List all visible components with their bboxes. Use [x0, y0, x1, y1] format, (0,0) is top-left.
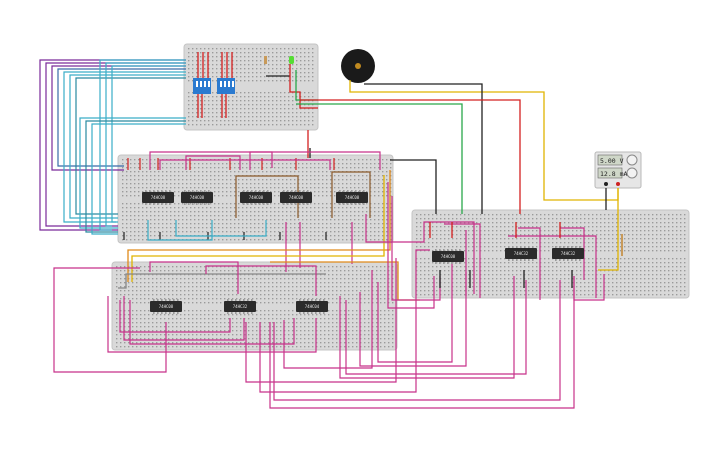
- ic-chip[interactable]: 74HC08: [336, 190, 368, 205]
- ic-chip[interactable]: 74HC08: [280, 190, 312, 205]
- current-readout: 12.8 mA: [600, 170, 627, 178]
- ic-chip-label: 74HC08: [151, 195, 166, 200]
- long-wires: [296, 80, 619, 271]
- ic-chip-label: 74HC08: [190, 195, 205, 200]
- power-supply[interactable]: 5.00 V 12.8 mA: [594, 151, 642, 189]
- led-icon[interactable]: [289, 56, 294, 64]
- negative-terminal-icon[interactable]: [604, 182, 608, 186]
- right-board-power: [429, 222, 623, 288]
- positive-terminal-icon[interactable]: [616, 182, 620, 186]
- voltage-display: [597, 154, 623, 166]
- dip-switch-1[interactable]: [193, 78, 211, 94]
- ic-chip-label: 74HC04: [305, 304, 320, 309]
- ic-chip[interactable]: 74HC08: [432, 249, 464, 264]
- voltage-readout: 5.00 V: [600, 157, 624, 165]
- wire-bundle-left: [39, 59, 186, 235]
- ic-chip-label: 74HC32: [561, 251, 576, 256]
- ic-chip-label: 74HC08: [441, 254, 456, 259]
- ic-chip[interactable]: 74HC08: [240, 190, 272, 205]
- ic-chip-label: 74HC32: [233, 304, 248, 309]
- ic-chip[interactable]: 74HC32: [552, 246, 584, 261]
- current-display: [597, 167, 623, 179]
- voltage-knob-icon[interactable]: [626, 154, 638, 166]
- ic-chip-label: 74HC08: [159, 304, 174, 309]
- ic-chip[interactable]: 74HC32: [224, 299, 256, 314]
- ic-chip-label: 74HC08: [345, 195, 360, 200]
- ic-chip[interactable]: 74HC08: [150, 299, 182, 314]
- breadboard-top[interactable]: [183, 43, 319, 131]
- ic-chip[interactable]: 74HC04: [296, 299, 328, 314]
- ic-chip-label: 74HC08: [289, 195, 304, 200]
- ic-chip-label: 74HC08: [249, 195, 264, 200]
- piezo-buzzer-icon[interactable]: [341, 49, 375, 83]
- current-knob-icon[interactable]: [626, 167, 638, 179]
- dip-switch-2[interactable]: [217, 78, 235, 94]
- ic-chip[interactable]: 74HC08: [181, 190, 213, 205]
- breadboard-right[interactable]: [411, 209, 690, 299]
- ic-chip[interactable]: 74HC08: [142, 190, 174, 205]
- magenta-wires: [53, 182, 605, 409]
- resistor-top-icon: [264, 56, 267, 64]
- ic-chips: 74HC08 74HC08 74HC08 74HC08 74HC08 74HC08 74HC…: [142, 190, 584, 314]
- ic-chip[interactable]: 74HC32: [505, 246, 537, 261]
- ic-chip-label: 74HC32: [514, 251, 529, 256]
